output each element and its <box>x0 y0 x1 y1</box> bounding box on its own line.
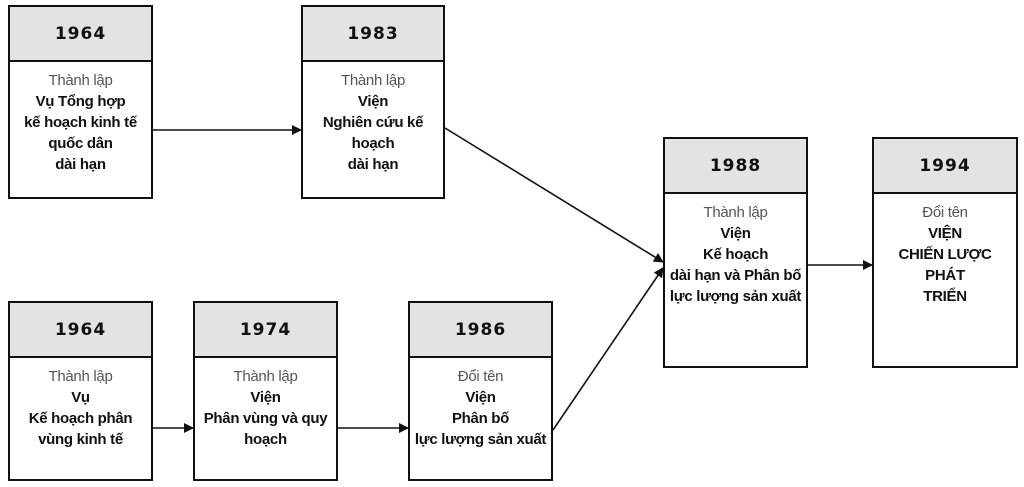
node-action: Thành lập <box>48 72 113 89</box>
node-text-line: Viện <box>465 389 496 406</box>
node-text-line: TRIỂN <box>923 288 967 305</box>
node-text-line: Phân bố <box>451 410 510 427</box>
node-text-line: hoạch <box>244 431 287 448</box>
node-action: Thành lập <box>340 72 406 89</box>
node-year: 1986 <box>410 303 551 358</box>
node-text-line: kế hoạch kinh tế <box>24 114 137 131</box>
node-text-line: Viện <box>357 93 389 110</box>
node-year: 1974 <box>195 303 336 358</box>
node-text-line: Nghiên cứu kế <box>322 114 424 131</box>
node-year: 1988 <box>665 139 806 194</box>
node-action: Đổi tên <box>457 368 504 385</box>
node-action: Đổi tên <box>922 204 968 221</box>
node-text-line: vùng kinh tế <box>38 431 123 448</box>
arrow-g-to-c <box>552 267 664 431</box>
node-text-line: Kế hoạch phân <box>28 410 133 427</box>
node-text-line: dài hạn <box>55 156 106 173</box>
node-text-line: Vụ Tổng hợp <box>35 93 126 110</box>
node-text-line: PHÁT <box>925 267 965 284</box>
node-text-line: VIỆN <box>928 225 962 242</box>
node-action: Thành lập <box>48 368 113 385</box>
node-year: 1983 <box>303 7 443 62</box>
node-text-line: quốc dân <box>48 135 113 152</box>
node-text-line: hoạch <box>351 135 395 152</box>
arrow-b-to-c <box>444 127 664 263</box>
node-year: 1964 <box>10 7 151 62</box>
node-action: Thành lập <box>233 368 298 385</box>
node-body: Thành lập Vụ Tổng hợp kế hoạch kinh tế quốc… <box>10 62 151 175</box>
node-text-line: Kế hoạch <box>702 246 769 263</box>
node-text-line: CHIẾN LƯỢC <box>898 246 992 263</box>
node-year: 1964 <box>10 303 151 358</box>
node-text-line: Viện <box>720 225 751 242</box>
node-text-line: lực lượng sản xuất <box>414 431 547 448</box>
node-action: Thành lập <box>703 204 768 221</box>
node-text-line: dài hạn và Phân bố <box>669 267 802 284</box>
node-text-line: Viện <box>250 389 281 406</box>
node-text-line: Vụ <box>71 389 90 406</box>
node-text-line: Phân vùng và quy <box>203 410 328 427</box>
node-text-line: lực lượng sản xuất <box>669 288 802 305</box>
node-year: 1994 <box>874 139 1016 194</box>
node-text-line: dài hạn <box>347 156 399 173</box>
